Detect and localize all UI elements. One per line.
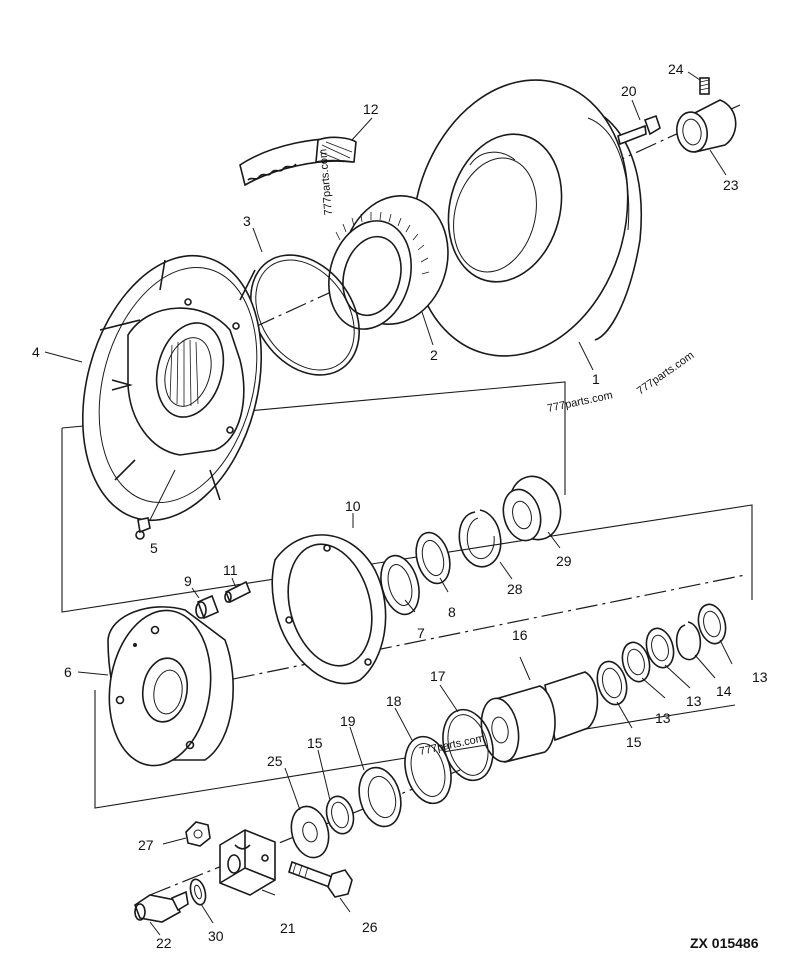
watermark-1: 777parts.com [317, 148, 335, 215]
part-8-shim [415, 531, 451, 585]
part-19-spacer [358, 766, 402, 828]
callout-22: 22 [156, 935, 172, 951]
part-24-set-screw [699, 77, 710, 95]
callout-10: 10 [345, 498, 361, 514]
part-15-washer-lower [325, 795, 355, 835]
part-15-washer-upper [596, 660, 628, 706]
callout-6: 6 [64, 664, 72, 680]
part-26-bolt [288, 860, 353, 898]
part-13-shim-b [645, 627, 675, 669]
part-5-grease-nipple [135, 469, 176, 540]
callout-18: 18 [386, 693, 402, 709]
part-16-shaft [480, 671, 599, 763]
part-29-bearing [502, 475, 562, 542]
callout-5: 5 [150, 540, 158, 556]
part-9-bush [195, 594, 220, 620]
part-14-circlip [675, 621, 702, 661]
part-28-circlip [458, 509, 502, 568]
callout-29: 29 [556, 553, 572, 569]
callout-26: 26 [362, 919, 378, 935]
callout-28: 28 [507, 581, 523, 597]
callout-11: 11 [223, 562, 238, 578]
callout-27: 27 [138, 837, 154, 853]
callout-23: 23 [723, 177, 739, 193]
callout-1: 1 [592, 371, 600, 387]
part-17-seal [442, 708, 494, 782]
callout-3: 3 [243, 213, 251, 229]
callout-19: 19 [340, 713, 356, 729]
callout-24: 24 [668, 61, 684, 77]
leader-lines [44, 71, 733, 936]
part-13-shim-a [621, 641, 651, 683]
callout-2: 2 [430, 347, 438, 363]
part-23-collar [676, 99, 737, 153]
part-22-elbow-fitting [134, 890, 189, 923]
callout-15b: 15 [307, 735, 323, 751]
callout-17: 17 [430, 668, 446, 684]
callout-7: 7 [417, 625, 425, 641]
callout-12: 12 [363, 101, 379, 117]
callout-16: 16 [512, 627, 528, 643]
part-4-sheave-half [81, 254, 263, 522]
part-3-o-ring [250, 254, 360, 376]
part-10-gasket-plate [271, 534, 387, 685]
callout-4: 4 [32, 344, 40, 360]
part-30-lock-washer [189, 878, 207, 906]
callout-20: 20 [621, 83, 637, 99]
callout-13b: 13 [686, 693, 702, 709]
part-7-washer [380, 554, 420, 616]
watermark-4: 777parts.com [418, 732, 486, 758]
part-1-drive-disc [411, 79, 643, 357]
callout-8: 8 [448, 604, 456, 620]
callout-13a: 13 [752, 669, 768, 685]
callout-21: 21 [280, 920, 296, 936]
callout-labels: 1 2 3 4 5 6 7 8 9 10 11 12 13 13 13 14 1… [32, 61, 768, 951]
callout-25: 25 [267, 753, 283, 769]
part-27-nut [185, 821, 211, 847]
part-12-drive-belt [239, 136, 357, 187]
watermark-3: 777parts.com [635, 349, 696, 397]
part-21-clamp-block [219, 829, 276, 896]
callout-14: 14 [716, 683, 732, 699]
callout-9: 9 [184, 573, 192, 589]
part-6-flange-housing [107, 606, 234, 767]
part-11-pin [224, 580, 252, 604]
part-18-ring [404, 735, 452, 805]
callout-30: 30 [208, 928, 224, 944]
part-25-washer [290, 805, 330, 859]
callout-13c: 13 [655, 710, 671, 726]
drawing-code: ZX 015486 [690, 935, 759, 951]
part-13-shim-c [697, 603, 727, 645]
callout-15a: 15 [626, 734, 642, 750]
part-20-bolt [617, 114, 661, 146]
watermark-2: 777parts.com [546, 389, 614, 415]
part-2-splined-hub [328, 194, 449, 330]
